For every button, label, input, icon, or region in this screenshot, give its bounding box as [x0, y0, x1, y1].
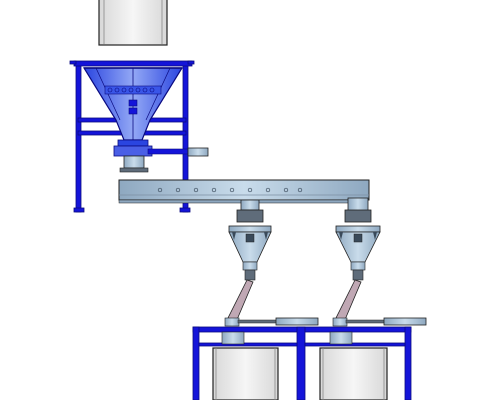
- station-1-arm: [237, 317, 319, 326]
- supply-bulk-bag: [98, 0, 168, 46]
- receiving-bag-1: [212, 331, 279, 400]
- horizontal-screw-conveyor: [118, 179, 370, 204]
- filler-head-2: [335, 197, 381, 281]
- station-2-arm: [345, 317, 427, 326]
- downspout-2: [332, 279, 362, 327]
- downspout-1: [224, 279, 254, 327]
- hopper-outlet-valve: [113, 139, 209, 173]
- discharge-hopper: [82, 67, 184, 141]
- filler-head-1: [228, 199, 272, 281]
- filling-station-frame: [192, 326, 412, 400]
- receiving-bag-2: [319, 331, 388, 400]
